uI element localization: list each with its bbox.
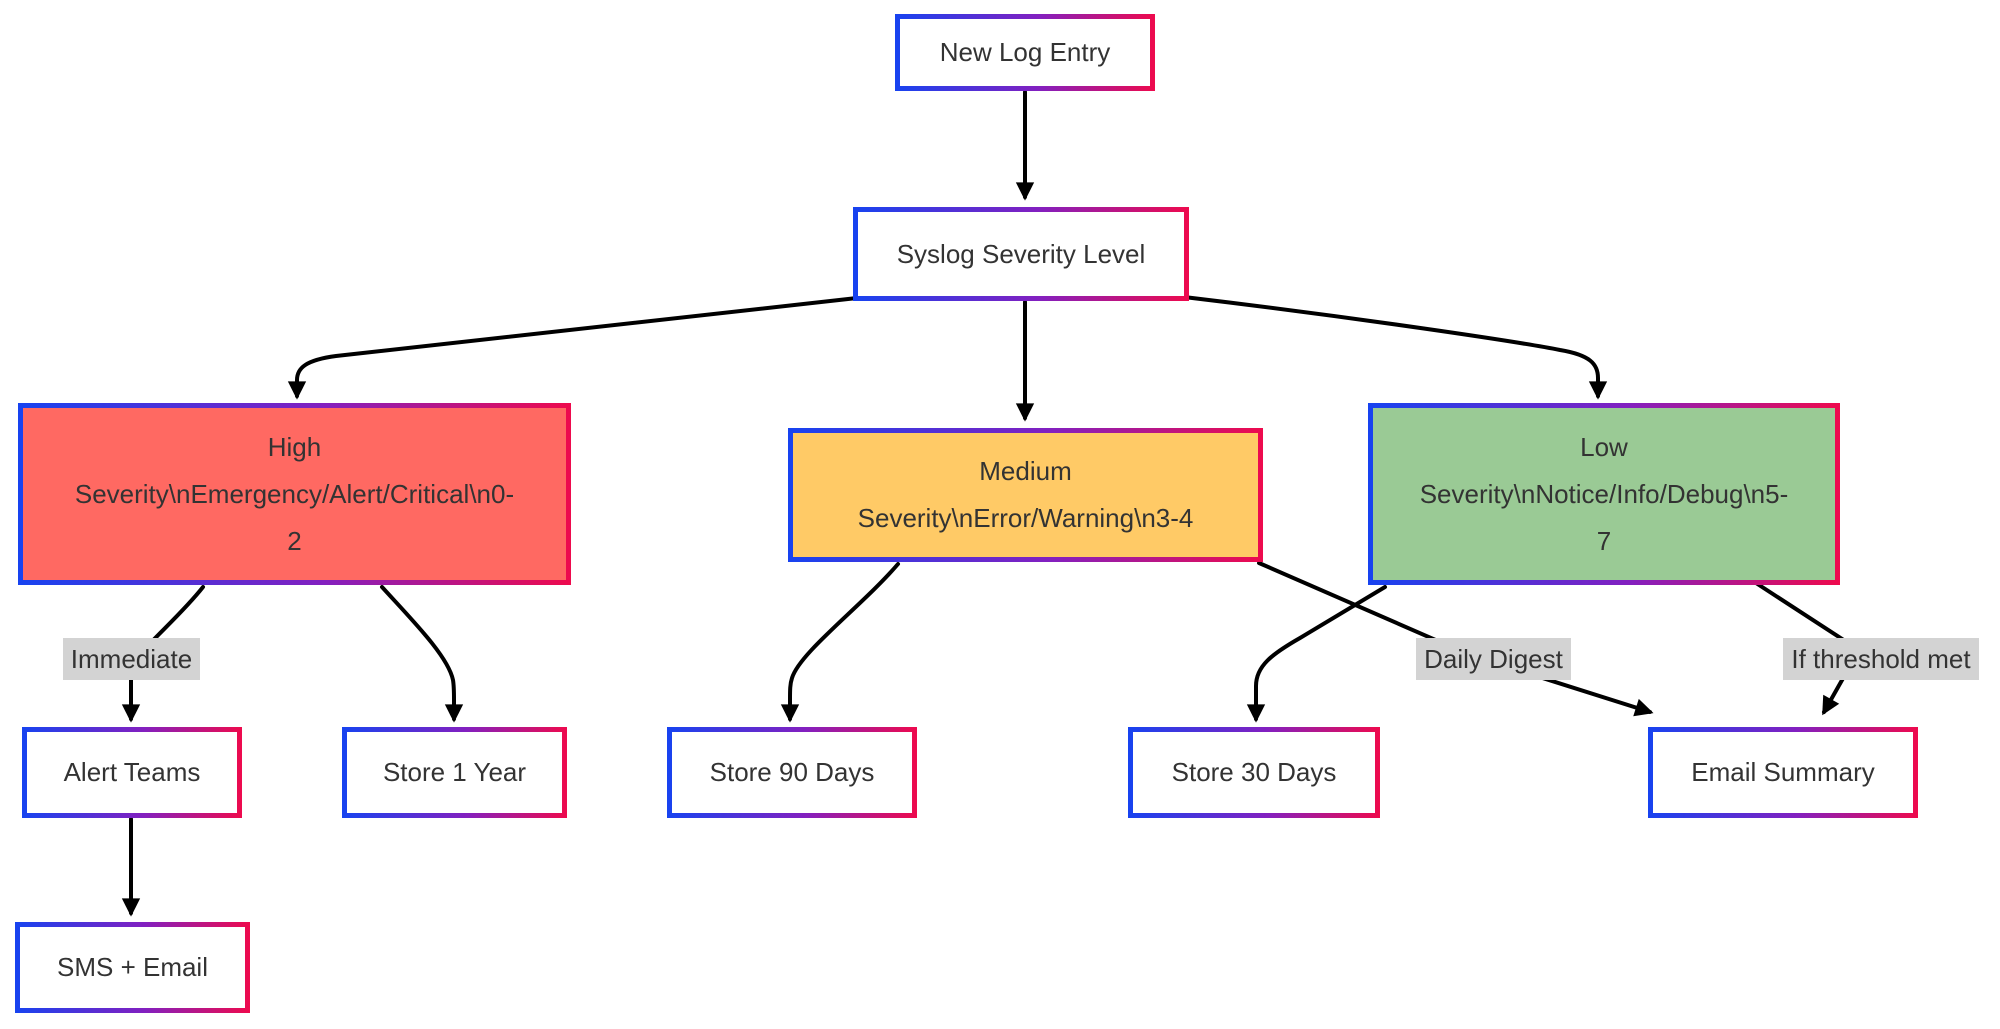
node-label-line: 7 [1596,525,1612,556]
node-alert-teams: Alert Teams [22,727,242,818]
node-label: Alert Teams [63,757,201,787]
node-store-90-days: Store 90 Days [667,727,917,818]
edge-label-immediate: Immediate [63,638,200,680]
node-medium-severity: Medium Severity\nError/Warning\n3-4 [788,428,1263,562]
node-low-severity: Low Severity\nNotice/Info/Debug\n5- 7 [1368,403,1840,585]
node-label-line: Low [1580,431,1628,462]
node-label-line: Severity\nEmergency/Alert/Critical\n0- [74,478,515,509]
edge-low-to-store30days [1246,585,1387,723]
node-label: Email Summary [1691,757,1875,787]
node-label-line: 2 [287,525,302,556]
node-label: Syslog Severity Level [896,238,1146,269]
edge-label-daily-digest: Daily Digest [1416,638,1571,680]
node-label-line: Severity\nError/Warning\n3-4 [857,503,1194,533]
node-label: New Log Entry [939,37,1111,67]
node-label: Store 90 Days [709,757,875,787]
edge-syslog-to-low [1182,295,1608,400]
node-label-line: High [267,431,322,462]
edge-medium-to-store90days [780,562,900,723]
node-label-line: Severity\nNotice/Info/Debug\n5- [1419,478,1789,509]
node-high-severity: High Severity\nEmergency/Alert/Critical\… [18,403,571,585]
node-syslog-severity-level: Syslog Severity Level [853,207,1189,301]
node-label: SMS + Email [57,952,208,982]
node-email-summary: Email Summary [1648,727,1918,818]
node-store-1-year: Store 1 Year [342,727,567,818]
node-new-log-entry: New Log Entry [895,14,1155,91]
edge-label-if-threshold-met: If threshold met [1783,638,1979,680]
node-sms-email: SMS + Email [15,922,250,1013]
node-label: Store 1 Year [382,757,527,787]
node-label-line: Medium [979,456,1072,486]
edge-high-to-store1year [380,585,464,723]
node-label: Store 30 Days [1171,757,1337,787]
edge-syslog-to-high [287,295,868,400]
node-store-30-days: Store 30 Days [1128,727,1380,818]
